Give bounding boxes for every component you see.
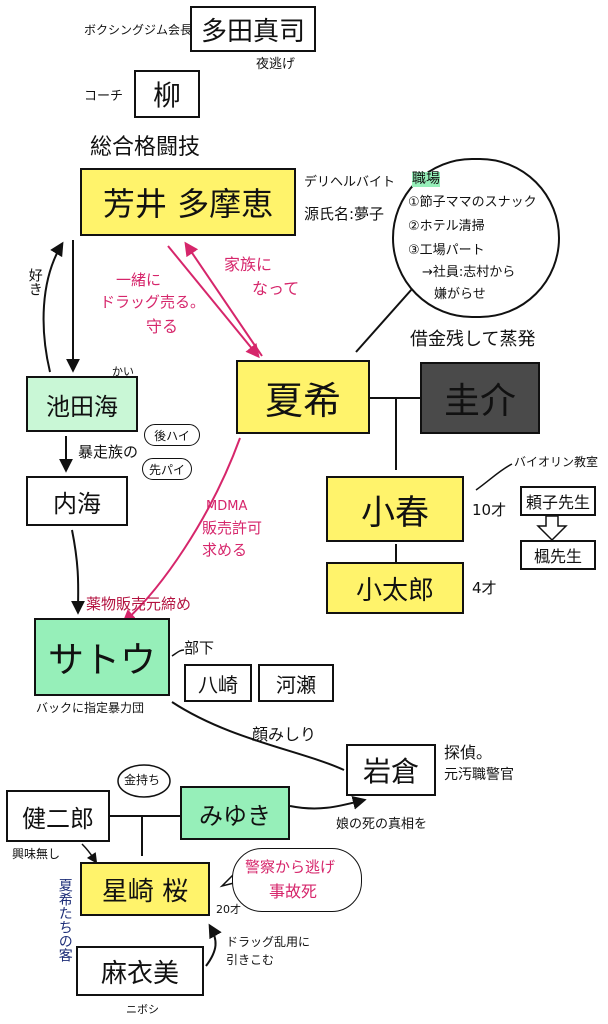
maimi-note: ニボシ	[126, 1003, 159, 1016]
workplace-title: 職場	[412, 171, 440, 188]
workplace-item-3: ③工場パート	[408, 243, 485, 258]
label-mdma-3: 求める	[202, 541, 248, 559]
yoshii-note2: 源氏名:夢子	[304, 205, 385, 223]
label-drug-1: ドラッグ乱用に	[226, 935, 311, 949]
node-yanagi: 柳	[134, 70, 200, 118]
node-sato: サトウ	[34, 618, 170, 696]
label-kanemochi: 金持ち	[124, 773, 161, 787]
ikeda-ruby: かい	[112, 365, 134, 378]
yoshii-note1: デリヘルバイト	[304, 175, 396, 190]
workplace-item-2: ②ホテル清掃	[408, 219, 485, 234]
label-drug-2: 引きこむ	[226, 953, 275, 967]
label-issho-3: 守る	[146, 317, 179, 336]
label-yakubutsu: 薬物販売元締め	[86, 595, 192, 613]
label-musume: 娘の死の真相を	[336, 817, 428, 832]
keisuke-note: 借金残して蒸発	[410, 329, 536, 350]
kotaro-age: 4才	[472, 579, 497, 597]
label-keisatsu-1: 警察から逃げ	[245, 858, 336, 876]
label-kazoku-1: 家族に	[224, 255, 273, 274]
label-kyaku: 夏希たちの客	[56, 878, 73, 962]
node-keisuke: 圭介	[420, 362, 540, 434]
node-kaede: 楓先生	[520, 540, 596, 570]
workplace-item-1: ①節子ママのスナック	[408, 195, 537, 210]
label-suki: 好き	[26, 268, 43, 296]
yanagi-role: コーチ	[84, 89, 124, 104]
keisatsu-bubble: 警察から逃げ 事故死	[232, 848, 362, 912]
edge-uchiumi-sato	[71, 529, 86, 615]
edge-violin	[475, 463, 513, 491]
workplace-item-5: 嫌がらせ	[434, 287, 486, 302]
workplace-item-4: →社員:志村から	[422, 265, 516, 280]
tada-role: ボクシングジム会長	[84, 23, 193, 37]
sato-note: バックに指定暴力団	[36, 701, 145, 715]
node-maimi: 麻衣美	[76, 946, 204, 996]
iwakura-note2: 元汚職警官	[444, 767, 514, 783]
hoshizaki-age: 20才	[216, 903, 241, 916]
edge-kyoumi	[81, 843, 98, 864]
edge-maimi-hoshizaki	[205, 923, 222, 967]
edge-buka	[171, 649, 185, 657]
workplace-bubble: 職場 ①節子ママのスナック ②ホテル清掃 ③工場パート →社員:志村から 嫌がら…	[392, 158, 560, 318]
kanemochi-circle	[117, 764, 171, 798]
koharu-age: 10才	[472, 501, 507, 519]
label-kazoku-2: なって	[252, 279, 300, 298]
node-kotaro: 小太郎	[326, 562, 464, 614]
label-kyoumi: 興味無し	[12, 847, 61, 861]
node-iwakura: 岩倉	[346, 744, 436, 796]
edge-natsuki-yoshii	[184, 241, 263, 357]
node-yoshii: 芳井 多摩恵	[80, 168, 296, 236]
label-violin: バイオリン教室	[514, 455, 599, 469]
yoshii-header: 総合格闘技	[90, 135, 201, 160]
node-koharu: 小春	[326, 476, 464, 542]
label-keisatsu-2: 事故死	[269, 882, 318, 901]
label-senpai: 先パイ	[142, 458, 192, 480]
edge-miyuki-iwakura	[289, 795, 367, 810]
label-issho-1: 一緒に	[116, 271, 162, 289]
edge-yoriko-kaede	[536, 515, 568, 542]
edge-yoshii-natsuki	[167, 245, 260, 359]
tada-note: 夜逃げ	[256, 57, 296, 72]
label-mdma-1: MDMA	[206, 499, 248, 514]
node-yoriko: 頼子先生	[520, 486, 596, 516]
node-hoshizaki: 星崎 桜	[80, 862, 210, 916]
label-mdma-2: 販売許可	[202, 519, 263, 537]
node-hachizaki: 八崎	[184, 664, 252, 702]
node-natsuki: 夏希	[236, 360, 370, 434]
label-kouhai: 後ハイ	[144, 424, 200, 446]
label-buka: 部下	[184, 639, 215, 657]
label-issho-2: ドラッグ売る。	[100, 293, 206, 311]
label-bousouzoku: 暴走族の	[78, 443, 139, 461]
edge-sato-iwakura	[171, 701, 345, 771]
node-kenjiro: 健二郎	[6, 790, 110, 842]
edge-bubble-tail	[355, 279, 421, 353]
node-uchiumi: 内海	[26, 476, 128, 526]
node-miyuki: みゆき	[180, 786, 290, 840]
edge-ikeda-yoshii	[42, 241, 64, 373]
edge-natsuki-sato	[121, 437, 241, 624]
iwakura-note1: 探偵。	[444, 743, 493, 762]
node-tada: 多田真司	[190, 6, 316, 52]
node-kawase: 河瀬	[258, 664, 334, 702]
label-kaomishiri: 顔みしり	[252, 725, 317, 744]
node-ikeda: 池田海	[26, 376, 138, 432]
